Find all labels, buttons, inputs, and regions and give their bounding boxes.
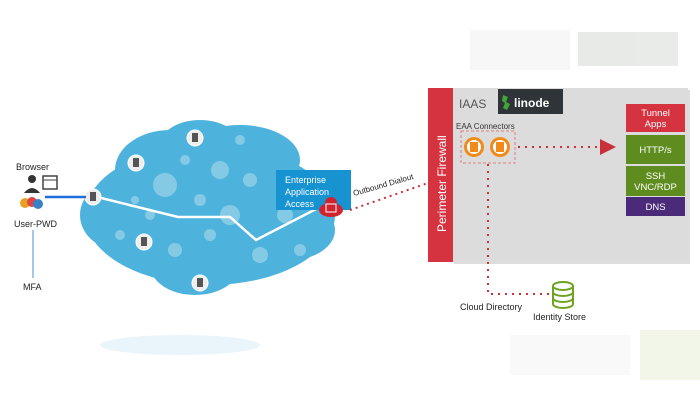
outbound-link: [349, 182, 429, 211]
app-label: SSH: [646, 171, 666, 182]
app-label: Apps: [645, 119, 667, 130]
linode-logo-box: [498, 89, 563, 114]
identity-store-icon: [552, 281, 574, 309]
server-icon: [191, 274, 209, 292]
faded-background: [100, 30, 700, 380]
cloud-path: [92, 194, 321, 242]
eaa-label-line: Enterprise: [285, 175, 326, 185]
user-pwd-label: User-PWD: [14, 219, 57, 229]
app-item: HTTP/s: [626, 135, 685, 164]
app-box: [626, 135, 685, 164]
linode-label: linode: [514, 96, 550, 110]
eaa-label-line: Access: [285, 199, 315, 209]
connector-icon: [490, 137, 510, 157]
cloud-directory-label: Cloud Directory: [460, 302, 523, 312]
identity-store-label: Identity Store: [533, 312, 586, 322]
server-icon: [186, 129, 204, 147]
connectors-group: [460, 130, 516, 164]
mfa-label: MFA: [23, 282, 42, 292]
app-label: DNS: [645, 202, 665, 213]
browser-window-icon: [42, 175, 58, 190]
eaa-cloud-icon: [319, 197, 343, 217]
server-icons: [84, 129, 209, 292]
browser-label: Browser: [16, 162, 49, 172]
server-icon: [135, 233, 153, 251]
app-label: VNC/RDP: [634, 182, 677, 193]
eaa-label-line: Application: [285, 187, 329, 197]
app-box: [626, 104, 685, 132]
browser-logos-icon: [20, 197, 43, 209]
connectors-label: EAA Connectors: [456, 122, 515, 131]
directory-link: [487, 164, 552, 295]
outbound-label: Outbound Dialout: [352, 172, 415, 198]
app-label: Tunnel: [641, 108, 670, 119]
server-icon: [84, 188, 102, 206]
app-item: DNS: [626, 197, 685, 216]
eaa-box: [276, 170, 351, 210]
linode-logo-icon: [502, 95, 510, 110]
connector-icon: [464, 137, 484, 157]
perimeter-firewall: [428, 88, 453, 262]
firewall-label: Perimeter Firewall: [435, 135, 449, 232]
internet-cloud: [80, 120, 335, 295]
iaas-label: IAAS: [459, 97, 486, 111]
app-box: [626, 166, 685, 196]
user-icon: [24, 175, 40, 193]
server-icon: [127, 154, 145, 172]
app-label: HTTP/s: [639, 145, 671, 156]
app-box: [626, 197, 685, 216]
